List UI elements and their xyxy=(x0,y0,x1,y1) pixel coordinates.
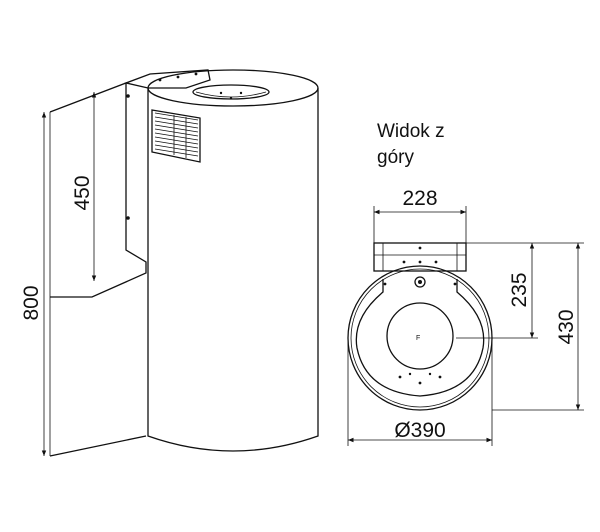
view-label-line2: góry xyxy=(377,147,414,168)
center-mark: F xyxy=(416,335,420,342)
dimension-800: 800 xyxy=(20,112,47,456)
dimension-diameter: Ø390 xyxy=(347,338,493,446)
dim-235-label: 235 xyxy=(508,272,531,307)
dim-800-label: 800 xyxy=(20,285,43,320)
dimension-228: 228 xyxy=(373,187,467,243)
vent-grille xyxy=(151,109,201,163)
side-view: 800 450 xyxy=(20,69,319,457)
top-view: Widok z góry F xyxy=(347,121,584,446)
dimension-450: 450 xyxy=(71,92,97,281)
dim-diameter-label: Ø390 xyxy=(394,419,445,442)
view-label-line1: Widok z xyxy=(377,121,445,142)
dim-228-label: 228 xyxy=(402,187,437,210)
dimension-235: 235 xyxy=(456,242,538,339)
dimension-430: 430 xyxy=(492,242,584,411)
dim-430-label: 430 xyxy=(555,309,578,344)
dim-450-label: 450 xyxy=(71,175,94,210)
top-bracket xyxy=(373,242,467,288)
hood-cylinder xyxy=(147,69,319,452)
